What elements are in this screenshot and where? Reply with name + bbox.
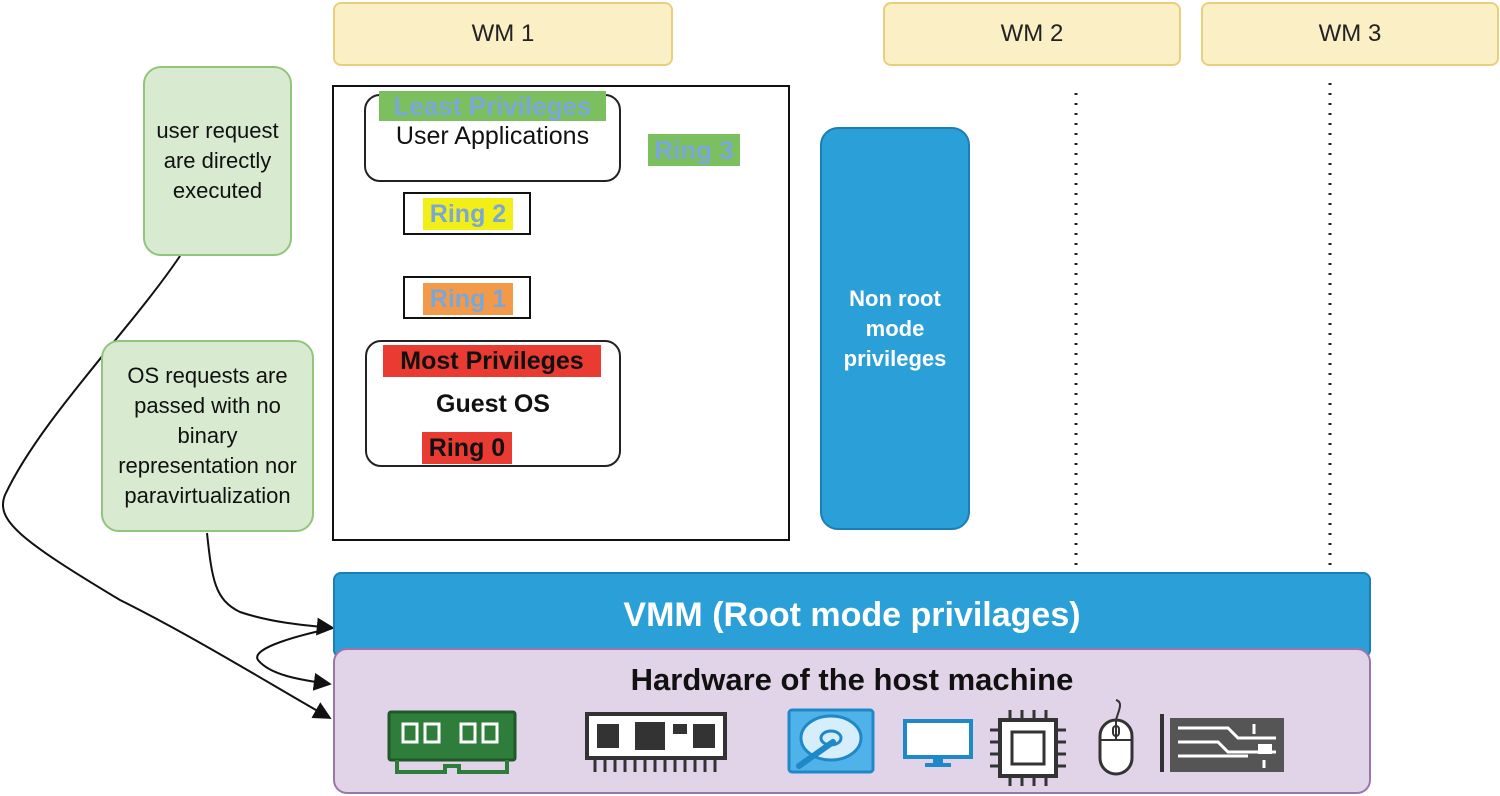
vmm-bar: VMM (Root mode privilages) [333, 572, 1371, 658]
motherboard-icon [585, 712, 727, 772]
mouse-icon [1098, 699, 1134, 776]
expansion-card-icon [1160, 714, 1284, 772]
ring0-label: Ring 0 [422, 432, 512, 464]
cpu-icon [990, 710, 1066, 786]
ring3-label: Ring 3 [648, 134, 740, 166]
hardware-title: Hardware of the host machine [630, 662, 1074, 697]
ring1-label: Ring 1 [423, 283, 513, 315]
user-request-note: user request are directly executed [143, 66, 292, 256]
os-request-arrow-2 [256, 627, 334, 691]
user-request-arrow [1, 255, 332, 719]
os-request-arrow-1 [206, 532, 335, 636]
ram-icon [387, 710, 517, 774]
os-request-note: OS requests are passed with no binary re… [101, 340, 314, 532]
guest-os-label: Guest OS [436, 390, 550, 418]
vm1-header: WM 1 [333, 2, 673, 66]
non-root-mode-box: Non root mode privileges [820, 127, 970, 530]
vm2-header: WM 2 [883, 2, 1181, 66]
most-privileges-label: Most Privileges [383, 345, 601, 377]
hard-disk-icon [787, 708, 875, 774]
vm3-header: WM 3 [1201, 2, 1499, 66]
user-applications-label: User Applications [395, 122, 590, 150]
monitor-icon [903, 719, 973, 767]
least-privileges-label: Least Privileges [379, 91, 606, 121]
ring2-label: Ring 2 [423, 198, 513, 230]
